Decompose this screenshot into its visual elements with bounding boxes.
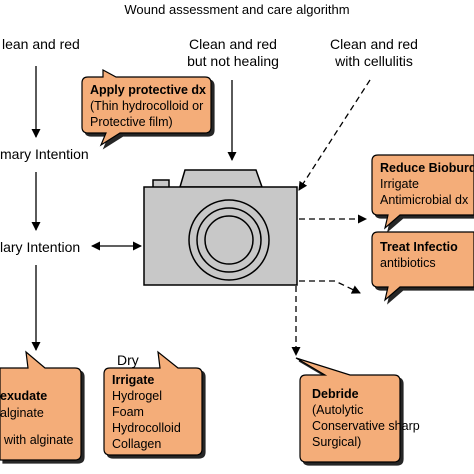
irrigate-line: Collagen (112, 437, 162, 451)
debride-line: (Autolytic (312, 403, 364, 417)
label-cellulitis-line2: with cellulitis (335, 53, 413, 69)
exudate-title: exudate (0, 389, 48, 403)
callout-irrigate (103, 350, 203, 456)
exudate-line: alginate (0, 406, 44, 420)
callout-apply-protective (81, 68, 212, 147)
arrow-cellulitis-to-camera (298, 79, 371, 191)
label-not-healing-line2: but not healing (187, 53, 279, 69)
irrigate-line: Hydrocolloid (112, 421, 181, 435)
apply-protective-line: Protective film) (90, 115, 173, 129)
treat-infection-line: antibiotics (380, 256, 436, 270)
label-not-healing-line1: Clean and red (189, 36, 277, 52)
reduce-bioburden-line: Irrigate (380, 177, 419, 191)
label-clean-and-red: lean and red (2, 36, 80, 52)
label-dry: Dry (117, 352, 139, 368)
label-cellulitis-line1: Clean and red (330, 36, 418, 52)
diagram-title: Wound assessment and care algorithm (124, 2, 350, 17)
callout-debride (295, 357, 401, 463)
apply-protective-title: Apply protective dx (90, 83, 206, 97)
arrow-camera-to-infection (299, 280, 361, 294)
callout-treat-infection (371, 231, 474, 302)
callout-exudate (0, 350, 82, 461)
exudate-line: with alginate (4, 433, 74, 447)
debride-line: Conservative sharp (312, 419, 420, 433)
label-primary-intention: mary Intention (0, 146, 89, 162)
debride-title: Debride (312, 387, 359, 401)
reduce-bioburden-line: Antimicrobial dx (380, 193, 469, 207)
callout-reduce-bioburden (371, 154, 474, 230)
apply-protective-line: (Thin hydrocolloid or (90, 99, 204, 113)
debride-line: Surgical) (312, 435, 362, 449)
label-secondary-intention: lary Intention (0, 239, 81, 255)
reduce-bioburden-title: Reduce Bioburd (380, 161, 474, 175)
irrigate-line: Hydrogel (112, 389, 163, 403)
treat-infection-title: Treat Infectio (380, 240, 458, 254)
irrigate-line: Foam (112, 405, 144, 419)
camera-icon (143, 169, 298, 286)
irrigate-title: Irrigate (112, 373, 155, 387)
